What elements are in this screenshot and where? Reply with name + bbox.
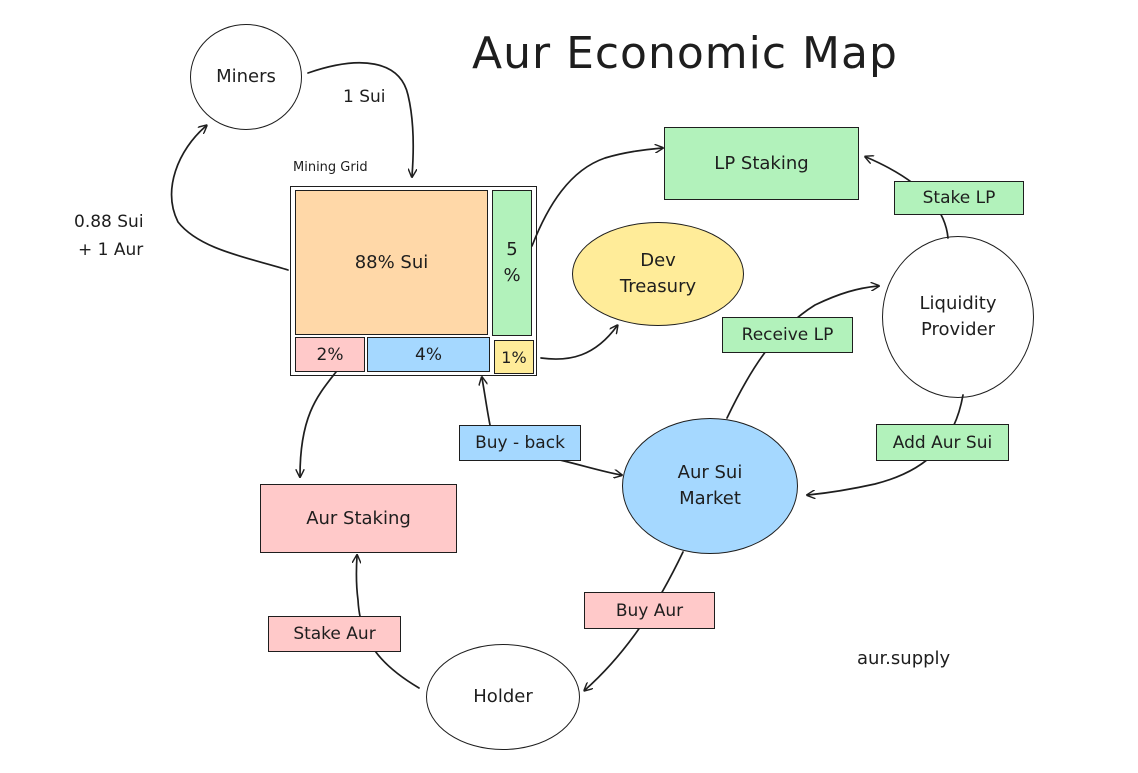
page-title: Aur Economic Map [472,28,898,79]
flow-label-one-sui: 1 Sui [343,87,386,107]
flow-label-stake-aur: Stake Aur [268,616,401,652]
arrow-holder-to-aur-staking [356,556,420,689]
flow-label-miner-reward-line2: + 1 Aur [78,240,144,260]
arrow-buyback-to-grid [482,378,491,426]
mining-grid-label: Mining Grid [293,160,368,175]
arrow-grid-to-aur-staking [300,371,337,476]
flow-label-buy-back: Buy - back [459,425,581,461]
grid-cell-lp-staking-share: 5 % [492,190,532,336]
liquidity-provider-node: Liquidity Provider [882,236,1034,398]
arrow-market-to-lp [726,286,878,419]
flow-label-buy-aur: Buy Aur [584,592,715,629]
arrow-grid-to-miners [170,126,289,271]
arrow-grid-to-lp-staking [531,148,662,247]
flow-label-stake-lp: Stake LP [894,181,1024,215]
dev-treasury-node: Dev Treasury [572,222,744,326]
aur-staking-box: Aur Staking [260,484,457,553]
flow-label-receive-lp: Receive LP [722,317,853,353]
arrow-buyback-to-market [559,459,621,475]
grid-cell-lp-share-top: 5 [506,239,518,260]
flow-label-add-aur-sui: Add Aur Sui [876,424,1009,461]
grid-cell-sui: 88% Sui [295,190,488,335]
grid-cell-lp-share-bottom: % [503,265,521,286]
grid-cell-treasury-share: 1% [494,340,534,374]
mining-grid [290,186,537,376]
flow-label-miner-reward-line1: 0.88 Sui [74,212,144,232]
arrow-grid-to-treasury [540,326,617,360]
miners-node: Miners [190,24,302,130]
grid-cell-buyback-share: 4% [367,337,490,372]
aur-sui-market-node: Aur Sui Market [622,418,798,554]
holder-node: Holder [426,644,580,750]
arrow-miners-to-grid [307,62,413,176]
footer-domain: aur.supply [857,648,951,669]
lp-staking-box: LP Staking [664,127,859,200]
grid-cell-staking-share: 2% [295,337,365,372]
